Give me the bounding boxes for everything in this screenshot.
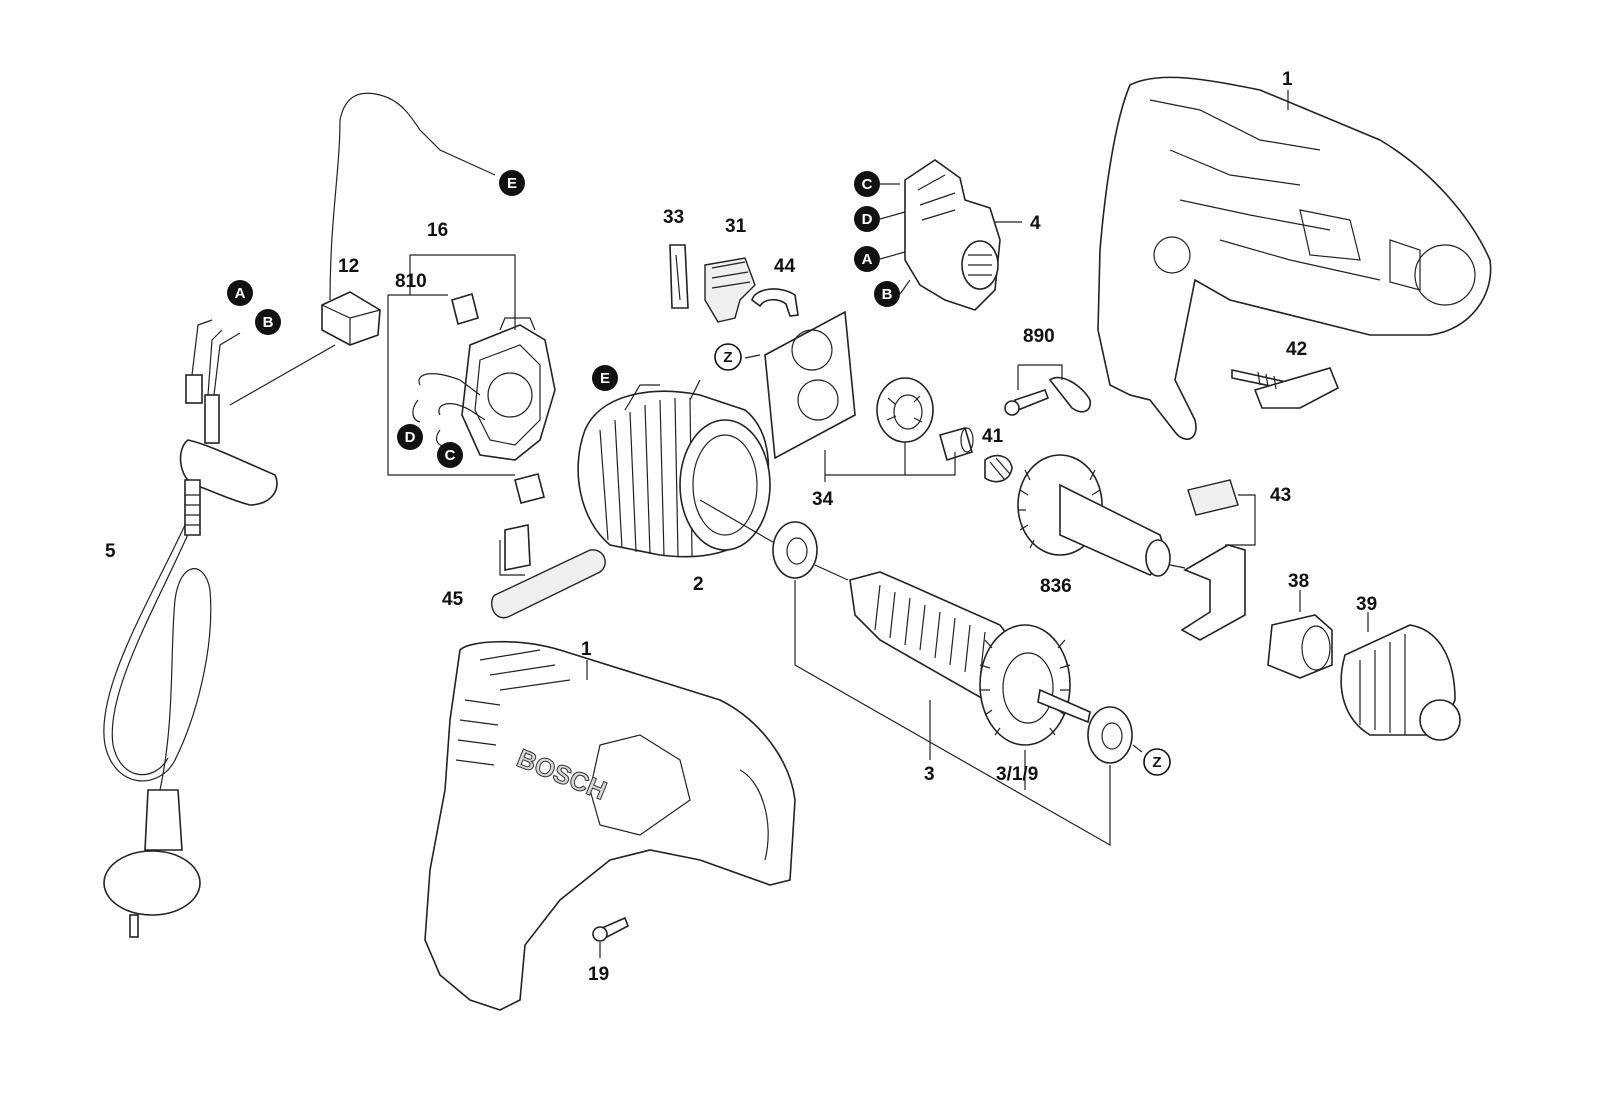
label-41: 41 [982,426,1004,447]
label-1-bottom: 1 [581,639,592,660]
label-3: 3 [924,764,935,785]
label-39: 39 [1356,594,1377,615]
brush-cap-parts [669,244,799,323]
label-890: 890 [1023,326,1055,347]
label-34: 34 [812,489,834,510]
switch-part-4 [904,159,1022,311]
svg-text:C: C [445,447,456,464]
label-3-1-9: 3/1/9 [996,764,1038,785]
label-4: 4 [1030,213,1041,234]
svg-text:D: D [405,429,416,446]
screw-19 [592,916,629,958]
label-44: 44 [774,256,796,277]
armature-part-3 [794,571,1143,847]
ring-z-bearing: Z [1143,748,1171,776]
label-5: 5 [105,541,116,562]
housing-half-top [1097,76,1492,440]
svg-text:Z: Z [723,349,732,366]
badge-e-stator: E [592,365,618,391]
badge-d-switch: D [854,206,880,232]
label-810: 810 [395,271,427,292]
badge-b-switch: B [874,281,900,307]
label-42: 42 [1286,339,1307,360]
reference-rings: Z Z [714,343,1171,776]
label-19: 19 [588,964,609,985]
power-cord [103,319,278,938]
label-2: 2 [693,574,704,595]
depth-stop-42 [1231,367,1340,409]
svg-text:B: B [263,314,274,331]
suppressor-part-12 [229,92,496,406]
svg-text:B: B [882,286,893,303]
bearing-front [772,521,849,581]
label-45: 45 [442,589,464,610]
brush-holder-assembly [387,254,606,619]
bearing-set-34 [824,377,1013,483]
label-1-top: 1 [1282,69,1293,90]
screw-clip-890 [1004,364,1092,416]
label-12: 12 [338,256,359,277]
label-33: 33 [663,207,684,228]
badge-a-left: A [227,280,253,306]
label-43: 43 [1270,485,1291,506]
badge-d-left: D [397,424,423,450]
svg-text:Z: Z [1152,754,1161,771]
badge-b-left: B [255,309,281,335]
stator-part-2 [577,379,779,558]
label-16: 16 [427,220,448,241]
badge-e-top: E [499,170,525,196]
label-38: 38 [1288,571,1309,592]
svg-text:E: E [507,175,517,192]
chuck-39 [1340,612,1461,741]
housing-half-bottom [424,640,796,1011]
svg-text:C: C [862,176,873,193]
svg-text:A: A [862,251,873,268]
badge-a-switch: A [854,246,880,272]
part-labels: 1 1 2 3 3/1/9 4 5 12 16 19 31 33 34 38 3… [105,69,1377,985]
slide-switch-43 [1180,479,1256,641]
svg-text:A: A [235,285,246,302]
ring-z-plate: Z [714,343,742,371]
connector-badges: A B E D C E C D [227,170,911,468]
svg-text:E: E [600,370,610,387]
svg-text:D: D [862,211,873,228]
plate-part-z [744,310,856,460]
label-836: 836 [1040,576,1072,597]
spindle-gear-836 [1017,454,1186,577]
badge-c-left: C [437,442,463,468]
label-31: 31 [725,216,747,237]
badge-c-switch: C [854,171,880,197]
chuck-collar-38 [1267,590,1333,679]
